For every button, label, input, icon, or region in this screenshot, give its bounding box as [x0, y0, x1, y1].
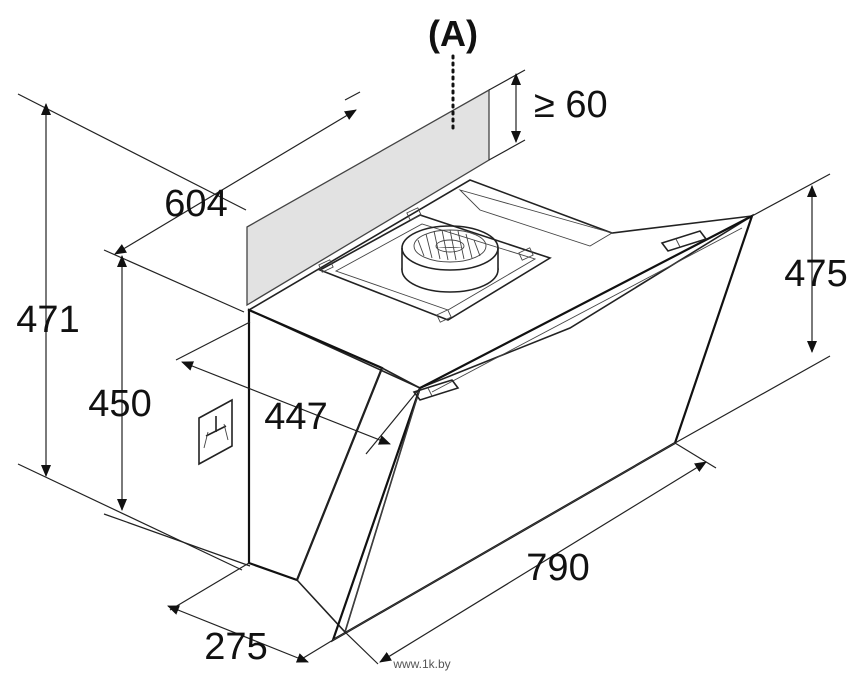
total-width-label: 790	[526, 547, 589, 589]
outlet-label: (A)	[428, 13, 478, 54]
side-height-label: 475	[784, 253, 847, 295]
total-height-label: 471	[16, 299, 79, 341]
watermark: www.1k.by	[392, 657, 450, 671]
body-height-label: 450	[88, 383, 151, 425]
wall-bracket-right	[660, 230, 708, 252]
dimension-lines	[41, 73, 817, 663]
motor-housing	[318, 189, 614, 323]
clearance-label: ≥ 60	[534, 84, 608, 126]
chimney-width-label: 604	[164, 183, 227, 225]
fan-icon	[401, 225, 499, 293]
wall-bracket-left	[412, 379, 460, 401]
electrical-connection-icon	[198, 398, 233, 466]
depth-label: 447	[264, 396, 327, 438]
bottom-depth-label: 275	[204, 626, 267, 668]
